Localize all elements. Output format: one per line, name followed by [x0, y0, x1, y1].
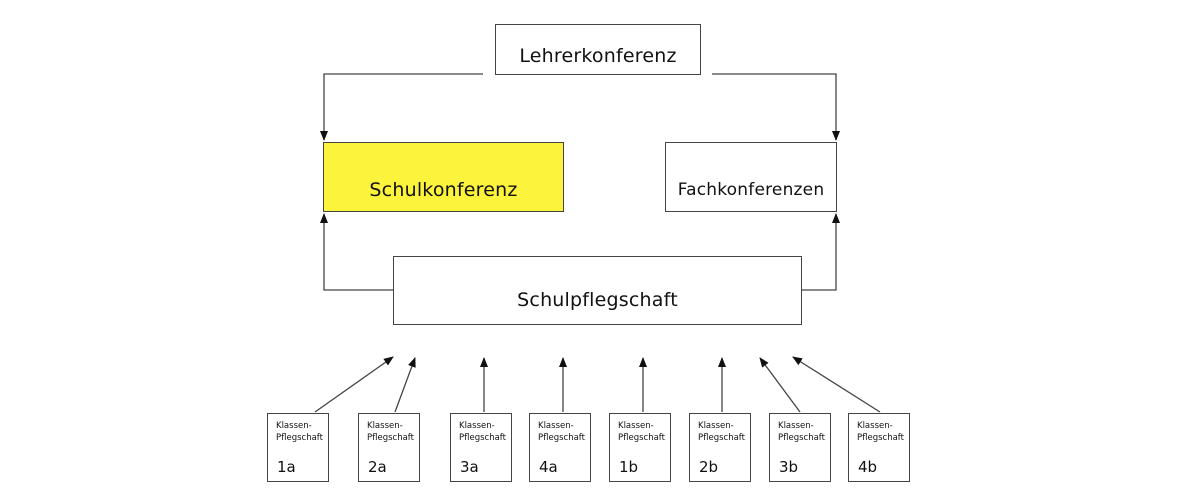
klassen-line1: Klassen- [367, 421, 403, 431]
klassen-line1: Klassen- [857, 421, 893, 431]
arrow-lehrer-to-fachkonferenzen [712, 73, 840, 141]
arrow-pflegschaft-to-schulkonferenz [320, 213, 393, 291]
klassen-line1: Klassen- [538, 421, 574, 431]
klassen-id: 4a [539, 458, 558, 476]
arrow-klasse-2a [394, 357, 416, 413]
klassen-line1: Klassen- [778, 421, 814, 431]
arrow-klasse-4b [792, 356, 881, 413]
klassen-id: 3a [460, 458, 479, 476]
klassenpflegschaft-box: Klassen- Pflegschaft 4a [529, 413, 591, 482]
fachkonferenzen-box: Fachkonferenzen [665, 142, 837, 212]
klassen-line2: Pflegschaft [618, 433, 665, 443]
klassen-line2: Pflegschaft [276, 433, 323, 443]
klassenpflegschaft-box: Klassen- Pflegschaft 3a [450, 413, 512, 482]
klassen-id: 2a [368, 458, 387, 476]
klassen-line1: Klassen- [459, 421, 495, 431]
klassenpflegschaft-box: Klassen- Pflegschaft 4b [848, 413, 910, 482]
schulkonferenz-box: Schulkonferenz [323, 142, 564, 212]
klassenpflegschaft-box: Klassen- Pflegschaft 2a [358, 413, 420, 482]
klassen-line1: Klassen- [698, 421, 734, 431]
klassen-line2: Pflegschaft [698, 433, 745, 443]
klassenpflegschaft-box: Klassen- Pflegschaft 1a [267, 413, 329, 482]
klassen-line2: Pflegschaft [459, 433, 506, 443]
klassen-line2: Pflegschaft [538, 433, 585, 443]
klassen-id: 2b [699, 458, 719, 476]
klassen-line2: Pflegschaft [367, 433, 414, 443]
klassenpflegschaft-box: Klassen- Pflegschaft 3b [769, 413, 831, 482]
klassenpflegschaft-box: Klassen- Pflegschaft 1b [609, 413, 671, 482]
klassen-id: 1a [277, 458, 296, 476]
schulpflegschaft-box: Schulpflegschaft [393, 256, 802, 325]
fachkonferenzen-label: Fachkonferenzen [677, 180, 825, 200]
arrow-klasse-3b [759, 357, 801, 413]
klassen-id: 3b [779, 458, 799, 476]
klassen-id: 1b [619, 458, 639, 476]
schulkonferenz-label: Schulkonferenz [369, 179, 518, 201]
arrow-lehrer-to-schulkonferenz [320, 73, 483, 141]
klassen-line1: Klassen- [276, 421, 312, 431]
lehrerkonferenz-box: Lehrerkonferenz [495, 24, 701, 75]
klassenpflegschaft-box: Klassen- Pflegschaft 2b [689, 413, 751, 482]
klassen-line2: Pflegschaft [857, 433, 904, 443]
klassen-id: 4b [858, 458, 878, 476]
lehrerkonferenz-label: Lehrerkonferenz [519, 44, 677, 67]
arrow-klasse-1a [314, 356, 394, 413]
schulpflegschaft-label: Schulpflegschaft [517, 288, 678, 311]
arrow-pflegschaft-to-fachkonferenzen [802, 213, 840, 291]
klassen-line2: Pflegschaft [778, 433, 825, 443]
klassen-line1: Klassen- [618, 421, 654, 431]
